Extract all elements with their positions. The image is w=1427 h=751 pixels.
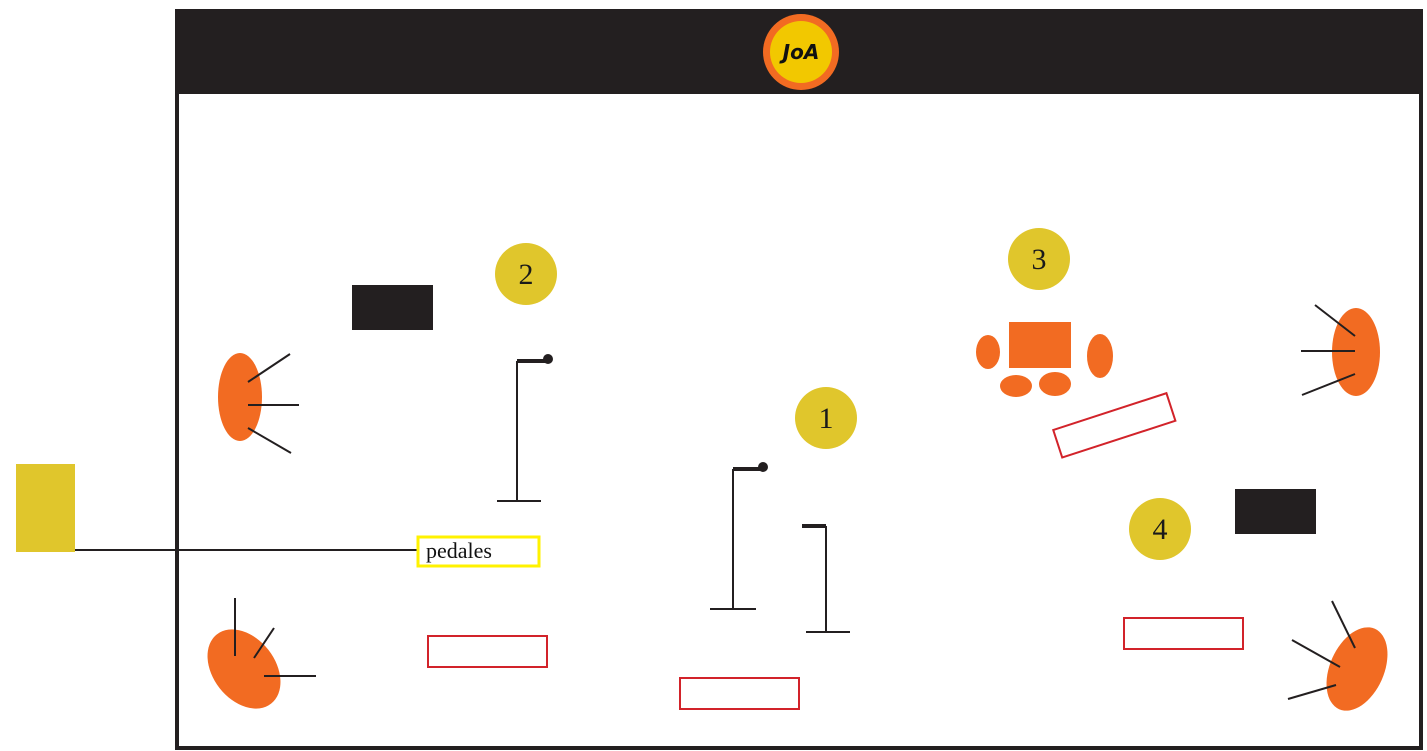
drum-tom-right [1087, 334, 1113, 378]
speaker-right-bottom [1287, 600, 1388, 711]
monitor-left [427, 635, 548, 668]
position-3-number: 3 [1032, 243, 1047, 276]
position-3: 3 [1008, 228, 1070, 290]
drum-floor-right [1039, 372, 1071, 396]
mic-stand-short [802, 524, 850, 633]
position-2: 2 [495, 243, 557, 305]
speaker-left-top [218, 353, 299, 454]
position-4-circle [1129, 498, 1191, 560]
stage-frame [175, 9, 1423, 750]
logo: JoA [763, 14, 839, 90]
speaker-left-bottom [207, 598, 316, 709]
drum-floor-left [1000, 375, 1032, 397]
logo-disc [770, 21, 832, 83]
position-1: 1 [795, 387, 857, 449]
mic-stand-2 [497, 354, 553, 502]
drum-kick [1009, 322, 1071, 368]
position-1-number: 1 [819, 402, 834, 435]
pedales-label: pedales [426, 538, 492, 563]
monitor-right [1123, 617, 1244, 650]
position-2-number: 2 [519, 258, 534, 291]
monitor-drums [1051, 391, 1177, 459]
mic-head [543, 354, 553, 364]
speaker-right-top [1301, 304, 1380, 396]
mic-stand-1 [710, 462, 768, 610]
position-4: 4 [1129, 498, 1191, 560]
logo-text: JoA [779, 40, 820, 64]
position-1-circle [795, 387, 857, 449]
mic-head [758, 462, 768, 472]
position-4-number: 4 [1153, 513, 1168, 546]
drum-tom-left [976, 335, 1000, 369]
offstage-marker [16, 464, 75, 552]
position-2-circle [495, 243, 557, 305]
pedales-box [416, 535, 541, 568]
amp-right [1235, 489, 1316, 534]
monitor-center [679, 677, 800, 710]
position-3-circle [1008, 228, 1070, 290]
amp-left [352, 285, 433, 330]
drum-kit [976, 322, 1113, 397]
